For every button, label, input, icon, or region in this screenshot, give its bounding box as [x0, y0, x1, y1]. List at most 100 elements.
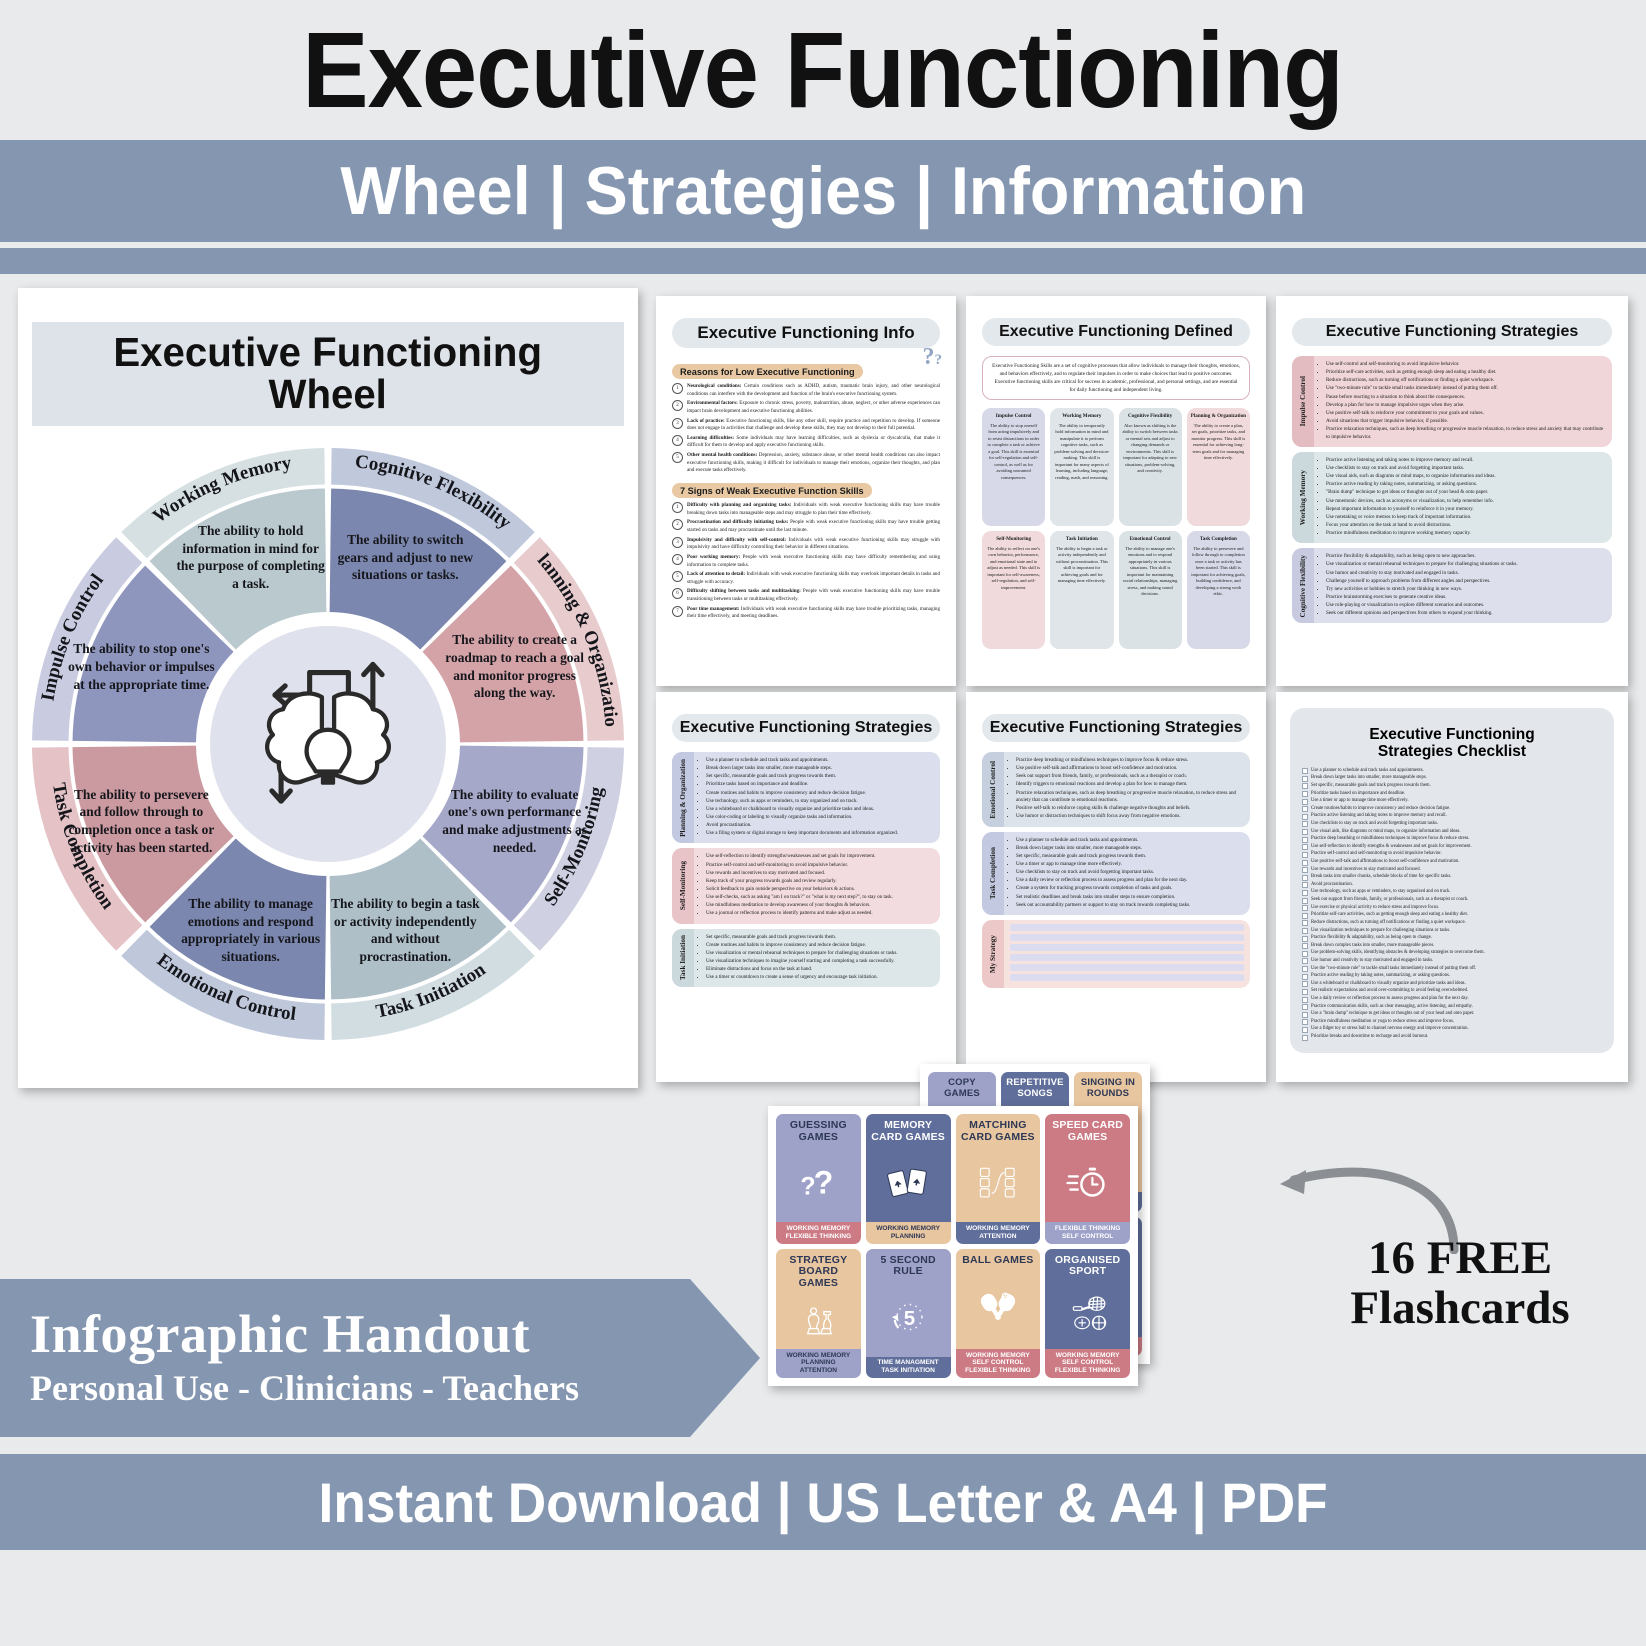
checklist-item[interactable]: Practice active listening and taking not…: [1302, 812, 1602, 820]
checklist-item[interactable]: Use rewards and incentives to stay motiv…: [1302, 866, 1602, 874]
list-item: Use role-playing or visualization to exp…: [1326, 602, 1604, 610]
checklist-item[interactable]: Practice active reading by taking notes,…: [1302, 972, 1602, 980]
checklist-item[interactable]: Use technology, such as apps or reminder…: [1302, 888, 1602, 896]
checklist-item[interactable]: Set realistic expectations and avoid ove…: [1302, 987, 1602, 995]
wheel-segment-task-completion: The ability to persevere and follow thro…: [68, 786, 215, 855]
checklist-item[interactable]: Create routines/habits to improve consis…: [1302, 805, 1602, 813]
blank-line[interactable]: [1010, 923, 1244, 931]
page-strategies-emotional[interactable]: Executive Functioning Strategies Emotion…: [966, 692, 1266, 1082]
checklist-item[interactable]: Use a timer or app to manage time more e…: [1302, 797, 1602, 805]
list-item: Set specific, measurable goals and track…: [706, 773, 932, 781]
checklist-item[interactable]: Use a whiteboard or chalkboard to visual…: [1302, 980, 1602, 988]
page-strategies-planning[interactable]: Executive Functioning Strategies Plannin…: [656, 692, 956, 1082]
my-strategy-blank-lines[interactable]: [1004, 920, 1250, 988]
definition-card-title: Cognitive Flexibility: [1127, 413, 1173, 420]
list-item: Identify triggers to emotional reactions…: [1016, 781, 1242, 789]
page-executive-functioning-info[interactable]: Executive Functioning Info ?? Reasons fo…: [656, 296, 956, 686]
list-item: Use a whiteboard or chalkboard to visual…: [706, 806, 932, 814]
list-item: Set specific, measurable goals and track…: [1016, 853, 1242, 861]
checklist-item[interactable]: Use exercise or physical activity to red…: [1302, 904, 1602, 912]
checklist-item[interactable]: Break down complex tasks into smaller, m…: [1302, 942, 1602, 950]
checklist-item[interactable]: Use a "brain dump" technique to get idea…: [1302, 1010, 1602, 1018]
blank-line[interactable]: [1010, 943, 1244, 951]
list-number: 4: [672, 553, 683, 565]
flashcard-title: MEMORY CARD GAMES: [871, 1119, 945, 1143]
blank-line[interactable]: [1010, 953, 1244, 961]
list-item: Break down larger tasks into smaller, mo…: [1016, 845, 1242, 853]
checklist-item[interactable]: Prioritize tasks based on importance and…: [1302, 790, 1602, 798]
list-number: 1: [672, 502, 683, 514]
checklist-item[interactable]: Practice flexibility & adaptability, suc…: [1302, 934, 1602, 942]
checklist-item[interactable]: Reduce distractions, such as turning off…: [1302, 919, 1602, 927]
list-item: Use visualization or mental rehearsal te…: [1326, 561, 1604, 569]
paddles-ball-icon: [956, 1266, 1041, 1349]
checklist-item[interactable]: Use the "two-minute rule" to tackle smal…: [1302, 965, 1602, 973]
checklist-item[interactable]: Practice communication skills, such as c…: [1302, 1003, 1602, 1011]
page-executive-functioning-defined[interactable]: Executive Functioning Defined Executive …: [966, 296, 1266, 686]
list-item: Set realistic deadlines and break tasks …: [1016, 894, 1242, 902]
strategy-list: Use self-control and self-monitoring to …: [1314, 356, 1612, 447]
checklist-item[interactable]: Use a planner to schedule and track task…: [1302, 767, 1602, 775]
checklist-item[interactable]: Use a fidget toy or stress ball to chann…: [1302, 1025, 1602, 1033]
checklist-item[interactable]: Break tasks into smaller chunks, schedul…: [1302, 873, 1602, 881]
checklist-item[interactable]: Use positive self-talk and affirmations …: [1302, 858, 1602, 866]
info-section-heading: Reasons for Low Executive Functioning: [672, 364, 863, 379]
list-item: Practice mindfulness meditation to impro…: [1326, 530, 1604, 538]
blank-line[interactable]: [1010, 973, 1244, 981]
checklist-item[interactable]: Set specific, measurable goals and track…: [1302, 782, 1602, 790]
strategy-list: Use a planner to schedule and track task…: [1004, 832, 1250, 915]
checklist-item[interactable]: Break down larger tasks into smaller, mo…: [1302, 774, 1602, 782]
checklist-item[interactable]: Practice mindfulness meditation or yoga …: [1302, 1018, 1602, 1026]
checklist-item[interactable]: Seek out support from friends, family, o…: [1302, 896, 1602, 904]
playing-cards-icon: [866, 1144, 951, 1223]
flashcard-title: SPEED CARD GAMES: [1052, 1119, 1124, 1143]
page-strategies1-title: Executive Functioning Strategies: [1292, 318, 1612, 346]
blank-line[interactable]: [1010, 933, 1244, 941]
strategy-block: Self-MonitoringUse self-reflection to id…: [672, 848, 940, 924]
checklist-item[interactable]: Avoid procrastination.: [1302, 881, 1602, 889]
checklist-item[interactable]: Use humor and creativity to stay motivat…: [1302, 957, 1602, 965]
checklist-item[interactable]: Prioritize self-care activities, such as…: [1302, 911, 1602, 919]
checklist-item[interactable]: Use checklists to stay on track and avoi…: [1302, 820, 1602, 828]
matching-grid-icon: [956, 1144, 1041, 1223]
checklist-items[interactable]: Use a planner to schedule and track task…: [1302, 767, 1602, 1041]
page-strategies-impulse[interactable]: Executive Functioning Strategies Impulse…: [1276, 296, 1628, 686]
list-number: 4: [672, 434, 683, 446]
strategy-block: Planning & OrganizationUse a planner to …: [672, 752, 940, 844]
checklist-item[interactable]: Use problem-solving skills, identifying …: [1302, 949, 1602, 957]
blank-line[interactable]: [1010, 963, 1244, 971]
checklist-item[interactable]: Prioritize breaks and downtime to rechar…: [1302, 1033, 1602, 1041]
checklist-item[interactable]: Use self-reflection to identify strength…: [1302, 843, 1602, 851]
list-item: Practice relaxation techniques, such as …: [1326, 426, 1604, 441]
flashcard-title: BALL GAMES: [962, 1253, 1034, 1266]
checklist-item[interactable]: Practice self-control and self-monitorin…: [1302, 850, 1602, 858]
checklist-item[interactable]: Use visualization techniques to prepare …: [1302, 927, 1602, 935]
checklist-item[interactable]: Use visual aids, like diagrams or mind m…: [1302, 828, 1602, 836]
flashcard-face: GUESSING GAMES??: [776, 1114, 861, 1223]
checklist-item[interactable]: Use a daily review or reflection process…: [1302, 995, 1602, 1003]
wheel-segment-self-monitoring: The ability to evaluate one's own perfor…: [442, 786, 587, 855]
checklist-item[interactable]: Practice deep breathing or mindfulness t…: [1302, 835, 1602, 843]
list-number: 6: [672, 588, 683, 600]
